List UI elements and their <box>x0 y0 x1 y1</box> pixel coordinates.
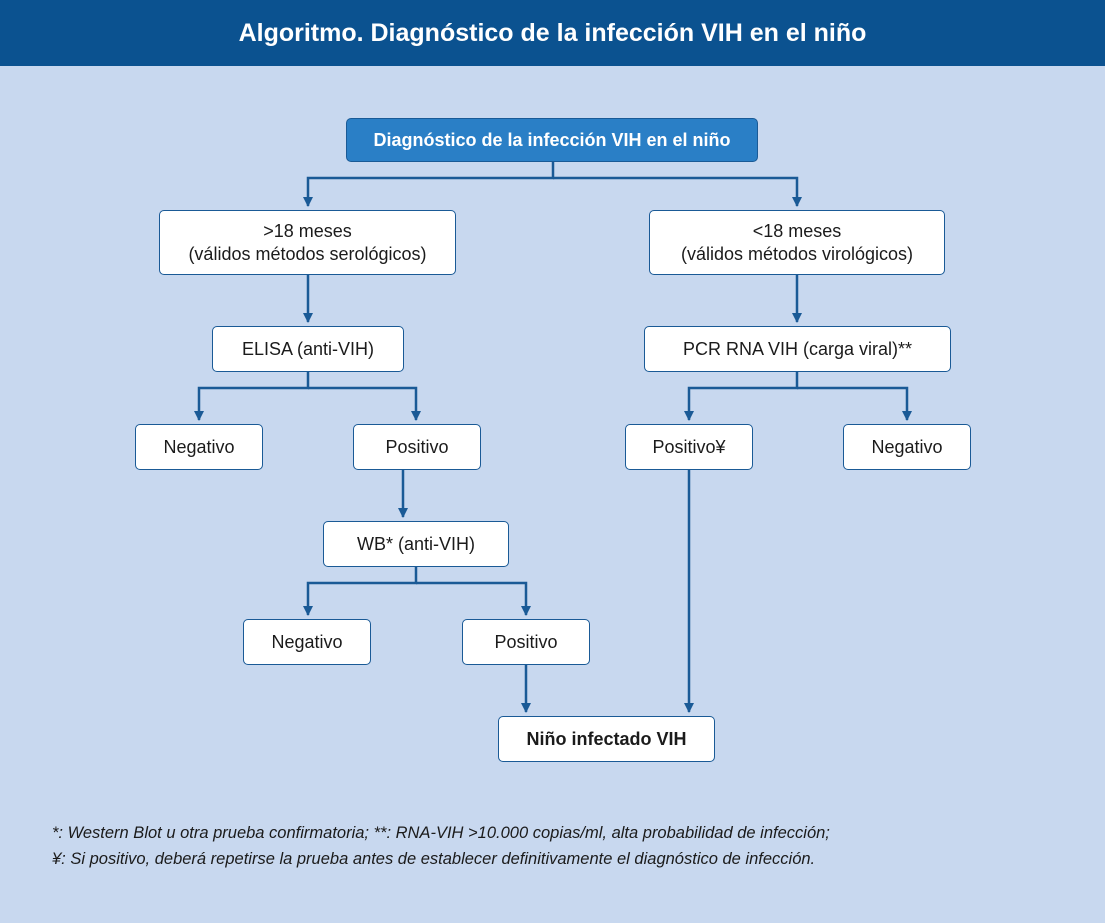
footnotes: *: Western Blot u otra prueba confirmato… <box>52 820 830 872</box>
pcr-negative-label: Negativo <box>871 436 943 457</box>
footnote-line-1: *: Western Blot u otra prueba confirmato… <box>52 824 830 842</box>
elisa-node: ELISA (anti-VIH) <box>212 326 404 372</box>
age-over-18-line2: (válidos métodos serológicos) <box>188 243 427 264</box>
header: Algoritmo. Diagnóstico de la infección V… <box>0 0 1105 66</box>
wb-node: WB* (anti-VIH) <box>323 521 509 567</box>
elisa-positive-node: Positivo <box>353 424 481 470</box>
root-label: Diagnóstico de la infección VIH en el ni… <box>373 129 731 150</box>
age-under-18-node: <18 meses (válidos métodos virológicos) <box>649 210 945 275</box>
elisa-negative-node: Negativo <box>135 424 263 470</box>
age-under-18-line2: (válidos métodos virológicos) <box>680 243 914 264</box>
elisa-positive-label: Positivo <box>385 436 449 457</box>
root-node: Diagnóstico de la infección VIH en el ni… <box>346 118 758 162</box>
infected-result-node: Niño infectado VIH <box>498 716 715 762</box>
pcr-label: PCR RNA VIH (carga viral)** <box>682 338 913 359</box>
age-under-18-line1: <18 meses <box>752 220 842 241</box>
wb-label: WB* (anti-VIH) <box>356 533 475 554</box>
wb-negative-node: Negativo <box>243 619 371 665</box>
age-over-18-line1: >18 meses <box>263 220 352 241</box>
wb-positive-label: Positivo <box>494 631 558 652</box>
elisa-label: ELISA (anti-VIH) <box>241 338 375 359</box>
pcr-positive-label: Positivo¥ <box>652 436 726 457</box>
elisa-negative-label: Negativo <box>163 436 235 457</box>
wb-negative-label: Negativo <box>271 631 343 652</box>
page-title: Algoritmo. Diagnóstico de la infección V… <box>238 18 867 47</box>
age-over-18-node: >18 meses (válidos métodos serológicos) <box>159 210 456 275</box>
footnote-line-2: ¥: Si positivo, deberá repetirse la prue… <box>52 850 816 868</box>
pcr-positive-node: Positivo¥ <box>625 424 753 470</box>
pcr-negative-node: Negativo <box>843 424 971 470</box>
pcr-node: PCR RNA VIH (carga viral)** <box>644 326 951 372</box>
infected-result-label: Niño infectado VIH <box>526 728 687 749</box>
wb-positive-node: Positivo <box>462 619 590 665</box>
